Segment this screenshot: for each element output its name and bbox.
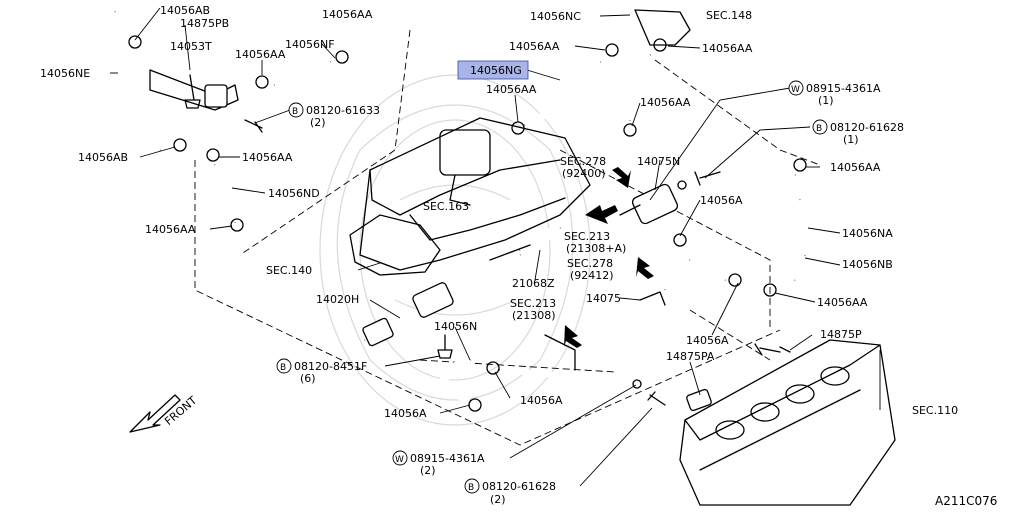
hoses: [104, 10, 811, 405]
label-08915-4361A-bottom-qty: (2): [420, 464, 436, 477]
label-14056AA[interactable]: 14056AA: [242, 151, 293, 164]
label-14056AA[interactable]: 14056AA: [322, 8, 373, 21]
water-pipes: [362, 223, 668, 383]
diagram-code: A211C076: [935, 494, 997, 508]
bolt-mark: B: [292, 107, 298, 117]
label-14056A[interactable]: 14056A: [520, 394, 563, 407]
label-14056AA[interactable]: 14056AA: [486, 83, 537, 96]
label-14875PB[interactable]: 14875PB: [180, 17, 229, 30]
label-08120-61628-bottom-qty: (2): [490, 493, 506, 506]
label-14056AA[interactable]: 14056AA: [830, 161, 881, 174]
direction-arrows: [564, 167, 654, 348]
label-14056AB-top[interactable]: 14056AB: [160, 4, 210, 17]
label-14056ND[interactable]: 14056ND: [268, 187, 320, 200]
cylinder-head: [679, 339, 896, 506]
leader-lines: [110, 7, 881, 487]
washer-mark: W: [395, 455, 404, 465]
label-14056A[interactable]: 14056A: [686, 334, 729, 347]
watermark-emblem: [319, 74, 591, 426]
label-14056NE[interactable]: 14056NE: [40, 67, 90, 80]
label-14053T[interactable]: 14053T: [170, 40, 212, 53]
label-sec-213[interactable]: SEC.213: [564, 230, 610, 243]
label-14056AA[interactable]: 14056AA: [235, 48, 286, 61]
label-14056AA[interactable]: 14056AA: [509, 40, 560, 53]
label-14056AA[interactable]: 14056AA: [640, 96, 691, 109]
label-sec-213b-ref: (21308): [512, 309, 556, 322]
dashed-boundaries: [194, 29, 821, 446]
label-08120-8451F-qty: (6): [300, 372, 316, 385]
label-sec-278[interactable]: SEC.278: [560, 155, 606, 168]
label-sec-140[interactable]: SEC.140: [266, 264, 312, 277]
label-sec-148[interactable]: SEC.148: [706, 9, 752, 22]
label-14056NC[interactable]: 14056NC: [530, 10, 581, 23]
highlight-box: [457, 60, 529, 80]
part-labels: 14056AB 14875PB 14053T 14056AA 14056NF 1…: [40, 4, 997, 508]
label-08120-61633-qty: (2): [310, 116, 326, 129]
label-14875P[interactable]: 14875P: [820, 328, 862, 341]
label-14075N[interactable]: 14075N: [637, 155, 680, 168]
label-14056NB[interactable]: 14056NB: [842, 258, 893, 271]
label-14056NA[interactable]: 14056NA: [842, 227, 893, 240]
label-14075[interactable]: 14075: [586, 292, 621, 305]
label-08120-61633[interactable]: 08120-61633: [306, 104, 380, 117]
label-08120-61628-top[interactable]: 08120-61628: [830, 121, 904, 134]
intake-manifold: [359, 117, 591, 271]
clamps-bolts: [128, 9, 807, 412]
fitting-14075N: [619, 183, 679, 225]
label-sec-163[interactable]: SEC.163: [423, 200, 469, 213]
label-14056A[interactable]: 14056A: [700, 194, 743, 207]
lower-manifold: [349, 214, 441, 276]
label-14056AA[interactable]: 14056AA: [145, 223, 196, 236]
label-sec-278-ref: (92400): [562, 167, 606, 180]
label-14875PA[interactable]: 14875PA: [666, 350, 715, 363]
label-14056AA[interactable]: 14056AA: [702, 42, 753, 55]
label-08915-4361A-top-qty: (1): [818, 94, 834, 107]
label-sec-213b[interactable]: SEC.213: [510, 297, 556, 310]
label-sec-278b[interactable]: SEC.278: [567, 257, 613, 270]
label-14020H[interactable]: 14020H: [316, 293, 359, 306]
front-arrow: [129, 394, 181, 433]
label-14056A[interactable]: 14056A: [384, 407, 427, 420]
label-sec-213-ref: (21308+A): [566, 242, 626, 255]
bolt-mark: B: [280, 363, 286, 373]
label-sec-110[interactable]: SEC.110: [912, 404, 958, 417]
label-21068Z[interactable]: 21068Z: [512, 277, 555, 290]
washer-mark: W: [791, 85, 800, 95]
label-08120-61628-bottom[interactable]: 08120-61628: [482, 480, 556, 493]
label-14056NF[interactable]: 14056NF: [285, 38, 335, 51]
bolt-mark: B: [816, 124, 822, 134]
label-14056AB-bottom[interactable]: 14056AB: [78, 151, 128, 164]
label-14056N[interactable]: 14056N: [434, 320, 477, 333]
label-08915-4361A-bottom[interactable]: 08915-4361A: [410, 452, 485, 465]
bolt-mark: B: [468, 483, 474, 493]
label-08915-4361A-top[interactable]: 08915-4361A: [806, 82, 881, 95]
label-14056NG[interactable]: 14056NG: [470, 64, 522, 77]
prefix-marks: B W B B W B: [276, 80, 828, 494]
label-08120-8451F[interactable]: 08120-8451F: [294, 360, 367, 373]
label-sec-278b-ref: (92412): [570, 269, 614, 282]
label-08120-61628-top-qty: (1): [843, 133, 859, 146]
label-14056AA[interactable]: 14056AA: [817, 296, 868, 309]
